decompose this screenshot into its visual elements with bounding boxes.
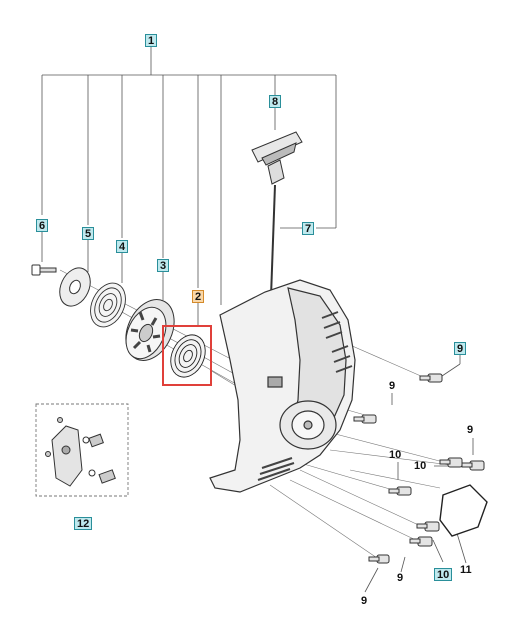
screw-part-9-upper bbox=[419, 373, 443, 383]
callout-8: 8 bbox=[269, 95, 282, 108]
label-10-b: 10 bbox=[414, 460, 427, 472]
screw-part-9-mid bbox=[353, 414, 377, 424]
label-11: 11 bbox=[460, 564, 472, 576]
gasket-part-11 bbox=[439, 484, 488, 537]
screw-part-9-right bbox=[461, 460, 485, 471]
callout-7: 7 bbox=[302, 222, 315, 235]
screw-part-6 bbox=[31, 264, 57, 276]
callout-6: 6 bbox=[36, 219, 49, 232]
screw-part-9-lower-a bbox=[388, 486, 412, 496]
callout-10-bottom: 10 bbox=[434, 568, 453, 581]
screw-part-9-lower-b bbox=[409, 536, 433, 547]
callout-2: 2 bbox=[192, 290, 205, 303]
kit-parts-part-12 bbox=[45, 417, 116, 487]
callout-1: 1 bbox=[145, 34, 158, 47]
kit-box-part-12 bbox=[35, 403, 129, 497]
label-9-d: 9 bbox=[361, 595, 368, 607]
label-9-c: 9 bbox=[397, 572, 404, 584]
callout-12: 12 bbox=[74, 517, 93, 530]
washer-part-5 bbox=[59, 267, 91, 307]
highlight-box-part-2 bbox=[162, 325, 212, 386]
screw-part-9-bottom bbox=[368, 554, 390, 564]
label-9-b: 9 bbox=[467, 424, 474, 436]
starter-housing bbox=[209, 279, 356, 493]
screw-part-10-lower bbox=[416, 521, 440, 532]
callout-3: 3 bbox=[157, 259, 170, 272]
callout-9-top: 9 bbox=[454, 342, 467, 355]
callout-4: 4 bbox=[116, 240, 129, 253]
callout-5: 5 bbox=[82, 227, 95, 240]
pulley-part-3 bbox=[125, 299, 175, 361]
label-9-a: 9 bbox=[389, 380, 396, 392]
spring-part-4 bbox=[90, 282, 126, 328]
handle-part-8 bbox=[251, 131, 303, 185]
spring-part-2 bbox=[170, 334, 206, 378]
label-10-a: 10 bbox=[389, 449, 402, 461]
